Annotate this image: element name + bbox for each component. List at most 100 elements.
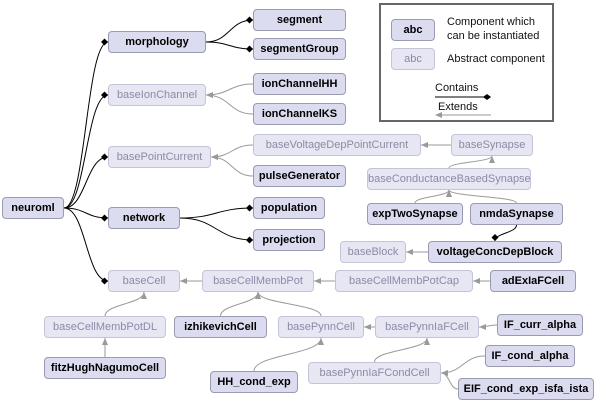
edge-marker-extends-baseVoltageDepPointCurrent — [421, 142, 428, 148]
edge-marker-extends-basePointCurrent — [211, 154, 218, 160]
node-nmdaSynapse: nmdaSynapse — [470, 203, 563, 225]
node-baseCellMembPotDL: baseCellMembPotDL — [44, 316, 166, 338]
node-projection: projection — [253, 229, 325, 251]
edge-marker-extends-baseCell — [180, 278, 187, 284]
edge-extends-izhikevichCell-to-baseCellMembPot — [220, 291, 259, 317]
node-baseCell: baseCell — [108, 270, 180, 292]
node-segmentGroup: segmentGroup — [253, 38, 346, 60]
legend-contains-label: Contains — [435, 82, 479, 94]
edge-marker-contains-projection — [246, 236, 253, 244]
edge-marker-contains-network — [101, 214, 108, 222]
node-network: network — [108, 207, 180, 229]
node-segment: segment — [253, 9, 346, 31]
edge-contains-neuroml-to-morphology — [63, 41, 109, 209]
legend-concrete-desc-line2: can be instantiated — [447, 30, 540, 42]
node-baseSynapse: baseSynapse — [451, 134, 533, 156]
node-basePynnIaFCondCell: basePynnIaFCondCell — [308, 362, 441, 384]
edge-marker-contains-morphology — [101, 38, 108, 46]
edge-contains-morphology-to-segment — [205, 19, 254, 43]
node-basePynnCell: basePynnCell — [278, 316, 364, 338]
node-baseCellMembPotCap: baseCellMembPotCap — [335, 270, 473, 292]
edge-marker-extends-baseBlock — [406, 249, 413, 255]
legend-contains-line — [435, 94, 491, 100]
node-IF-curr-alpha: IF_curr_alpha — [497, 314, 583, 336]
edge-extends-ionChannelKS-to-baseIonChannel — [205, 94, 254, 115]
node-adExIaFCell: adExIaFCell — [490, 270, 576, 292]
edge-extends-IF_curr_alpha-to-basePynnIaFCell — [478, 324, 498, 328]
edge-marker-contains-segmentGroup — [246, 45, 253, 53]
node-expTwoSynapse: expTwoSynapse — [367, 203, 463, 225]
edge-extends-nmdaSynapse-to-baseConductanceBasedSynapse — [448, 189, 517, 204]
edge-extends-basePynnCell-to-baseCellMembPot — [257, 291, 322, 317]
edge-contains-network-to-projection — [179, 217, 254, 241]
edge-marker-extends-baseIonChannel — [206, 92, 213, 98]
legend-concrete-sample: abc — [391, 19, 435, 41]
node-HH-cond-exp: HH_cond_exp — [210, 371, 298, 393]
legend-concrete-desc-line1: Component which — [447, 16, 536, 28]
node-ionChannelKS: ionChannelKS — [253, 103, 346, 125]
node-baseIonChannel: baseIonChannel — [108, 84, 206, 106]
edge-extends-baseConductanceBasedSynapse-to-baseSynapse — [448, 155, 493, 169]
edge-marker-extends-baseCell — [141, 292, 147, 299]
node-voltageConcDepBlock: voltageConcDepBlock — [428, 241, 562, 263]
edge-extends-IF_cond_alpha-to-basePynnIaFCondCell — [440, 355, 486, 374]
edge-extends-expTwoSynapse-to-baseConductanceBasedSynapse — [414, 189, 450, 204]
edge-marker-extends-baseCellMembPot — [314, 278, 321, 284]
node-baseBlock: baseBlock — [340, 241, 406, 263]
edge-marker-extends-baseSynapse — [489, 156, 495, 163]
node-EIF-cond-exp-isfa-ista: EIF_cond_exp_isfa_ista — [458, 378, 594, 400]
edge-marker-extends-baseCellMembPot — [255, 292, 261, 299]
edge-marker-contains-segment — [246, 16, 253, 24]
edge-marker-extends-basePynnIaFCondCell — [441, 370, 448, 376]
node-baseConductanceBasedSynapse: baseConductanceBasedSynapse — [367, 168, 531, 190]
edge-contains-neuroml-to-baseCell — [63, 207, 109, 282]
node-ionChannelHH: ionChannelHH — [253, 73, 346, 95]
node-basePynnIaFCell: basePynnIaFCell — [375, 316, 479, 338]
edge-extends-pulseGenerator-to-basePointCurrent — [210, 156, 254, 177]
edge-marker-extends-baseConductanceBasedSynapse — [446, 190, 452, 197]
edge-contains-neuroml-to-network — [63, 207, 109, 219]
node-neuroml: neuroml — [2, 197, 64, 219]
node-fitzHughNagumoCell: fitzHughNagumoCell — [44, 357, 166, 379]
edge-extends-basePynnIaFCondCell-to-basePynnIaFCell — [374, 337, 428, 363]
edge-marker-extends-basePynnCell — [364, 324, 371, 330]
legend-abstract-desc: Abstract component — [447, 53, 545, 65]
edge-marker-extends-basePynnIaFCell — [424, 338, 430, 345]
edge-marker-extends-baseConductanceBasedSynapse — [446, 190, 452, 197]
edge-contains-network-to-population — [179, 207, 254, 219]
edge-contains-morphology-to-segmentGroup — [205, 41, 254, 50]
edge-contains-neuroml-to-basePointCurrent — [63, 156, 109, 209]
edge-marker-contains-baseIonChannel — [101, 91, 108, 99]
edge-marker-contains-basePointCurrent — [101, 153, 108, 161]
legend-extends-label: Extends — [438, 101, 478, 113]
edge-marker-extends-baseIonChannel — [206, 92, 213, 98]
edge-marker-extends-baseCellMembPotDL — [102, 338, 108, 345]
legend-extends-line — [435, 112, 491, 118]
node-izhikevichCell: izhikevichCell — [174, 316, 267, 338]
legend-abstract-sample: abc — [391, 48, 435, 70]
node-baseVoltageDepPointCurrent: baseVoltageDepPointCurrent — [253, 134, 421, 156]
edge-marker-contains-population — [246, 204, 253, 212]
legend: abc Component which can be instantiated … — [379, 3, 554, 122]
edge-extends-EIF_cond_exp_isfa_ista-to-basePynnIaFCondCell — [440, 372, 459, 390]
edge-marker-contains-voltageConcDepBlock — [491, 234, 499, 241]
edge-extends-ionChannelHH-to-baseIonChannel — [205, 83, 254, 96]
edge-extends-baseCellMembPotDL-to-baseCell — [104, 291, 145, 317]
edge-marker-extends-basePynnCell — [318, 338, 324, 345]
edge-marker-contains-baseCell — [101, 277, 108, 285]
node-basePointCurrent: basePointCurrent — [108, 146, 211, 168]
node-morphology: morphology — [108, 31, 206, 53]
edge-marker-extends-basePynnIaFCondCell — [441, 370, 448, 376]
edge-contains-neuroml-to-baseIonChannel — [63, 94, 109, 209]
node-population: population — [253, 197, 325, 219]
edge-extends-baseVoltageDepPointCurrent-to-basePointCurrent — [210, 144, 254, 158]
edge-marker-extends-baseCellMembPot — [255, 292, 261, 299]
edge-marker-extends-baseCellMembPotCap — [473, 278, 480, 284]
node-pulseGenerator: pulseGenerator — [253, 165, 346, 187]
edge-contains-nmdaSynapse-to-voltageConcDepBlock — [494, 224, 517, 242]
edge-marker-extends-basePynnIaFCell — [479, 324, 486, 330]
node-baseCellMembPot: baseCellMembPot — [202, 270, 314, 292]
node-IF-cond-alpha: IF_cond_alpha — [485, 345, 575, 367]
edge-marker-extends-basePointCurrent — [211, 154, 218, 160]
